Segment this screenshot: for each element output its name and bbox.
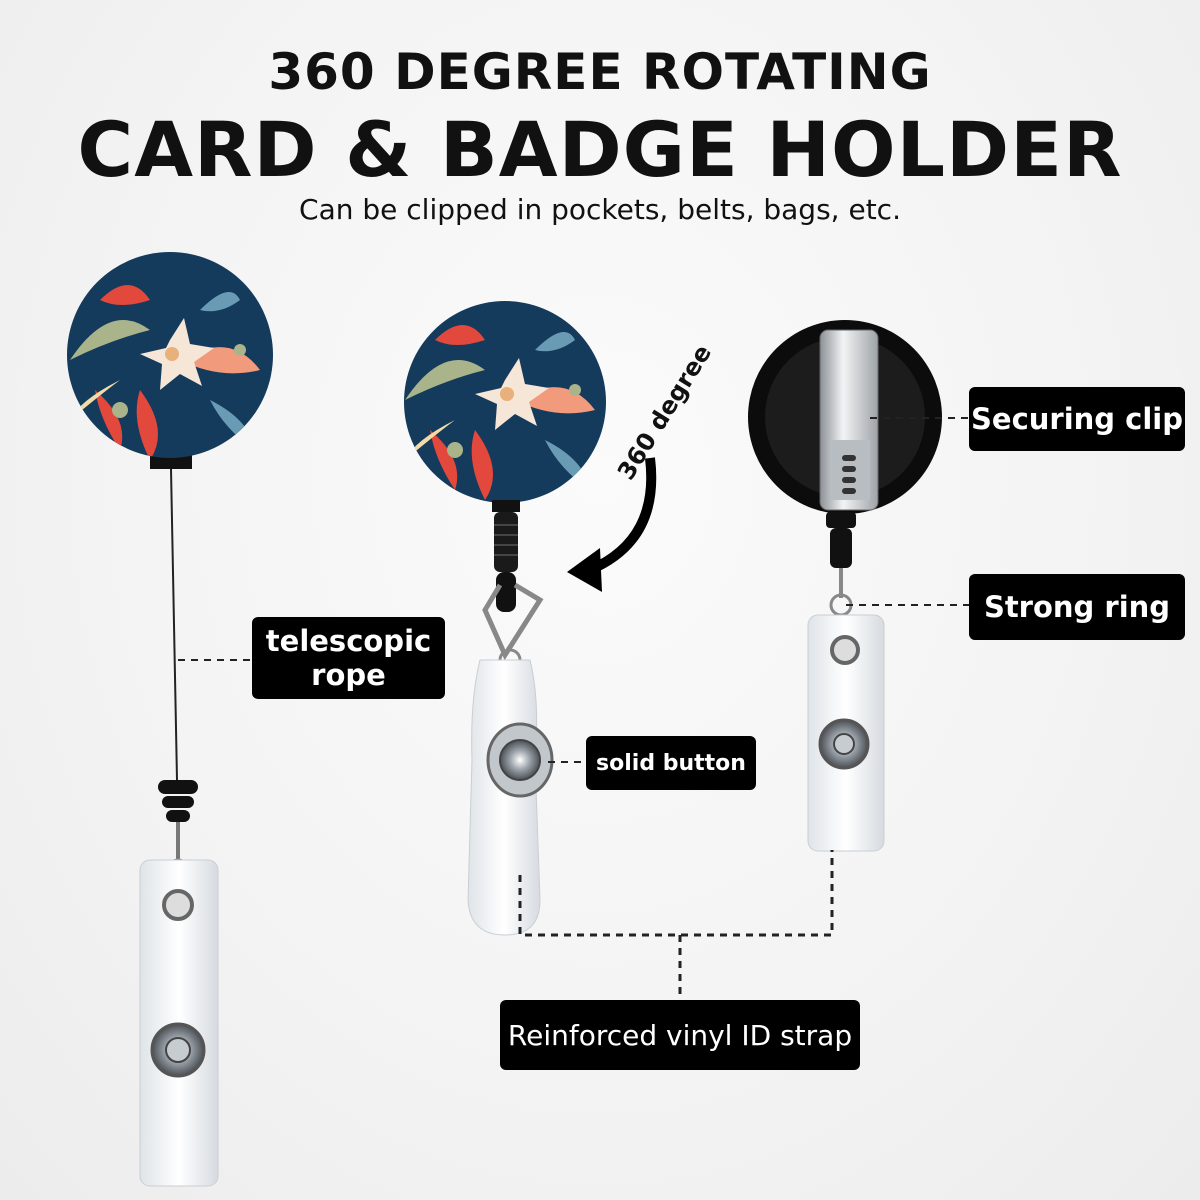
label-telescopic-rope: telescopic rope	[252, 617, 445, 699]
left-badge-reel	[67, 252, 273, 1187]
label-strong-ring: Strong ring	[969, 574, 1185, 640]
label-securing-clip: Securing clip	[969, 387, 1185, 451]
middle-badge-reel	[404, 301, 606, 936]
label-telescopic-rope-line2: rope	[311, 658, 386, 692]
rotation-arrow	[567, 457, 657, 592]
floral-artwork-middle	[405, 325, 595, 500]
subtitle: Can be clipped in pockets, belts, bags, …	[299, 193, 901, 226]
label-solid-button: solid button	[586, 736, 756, 790]
label-vinyl-strap: Reinforced vinyl ID strap	[500, 1000, 860, 1070]
headline-line-2: CARD & BADGE HOLDER	[77, 105, 1123, 194]
right-badge-reel-back	[748, 320, 942, 852]
label-telescopic-rope-line1: telescopic	[265, 624, 432, 658]
headline-line-1: 360 DEGREE ROTATING	[268, 43, 932, 101]
floral-artwork	[70, 285, 260, 458]
leader-lines	[178, 417, 969, 1000]
